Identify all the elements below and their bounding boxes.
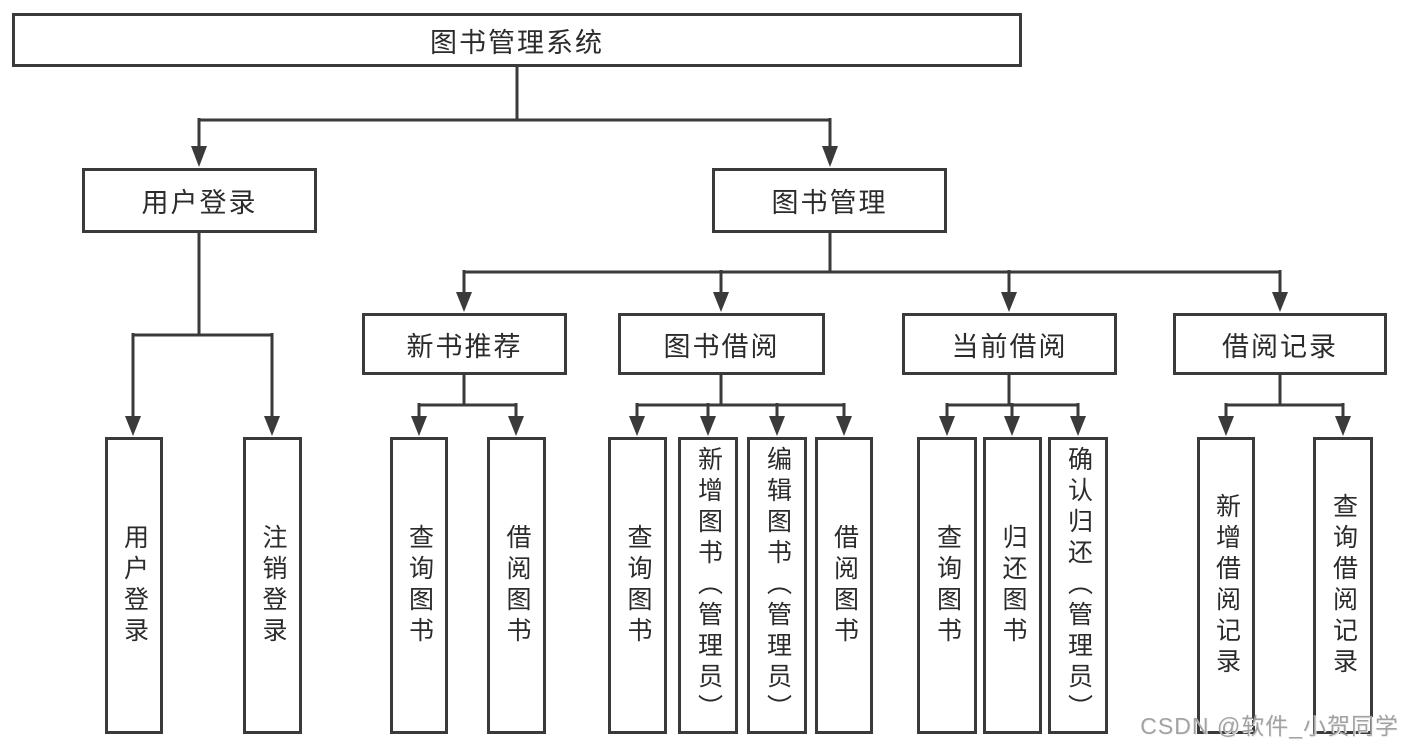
node-current-borrow-label: 当前借阅 bbox=[951, 331, 1068, 362]
node-cur-return-books: 归还图书 bbox=[983, 437, 1042, 734]
node-rec-query-books: 查询图书 bbox=[390, 437, 448, 734]
node-bor-borrow-books: 借阅图书 bbox=[815, 437, 873, 734]
node-cur-confirm-return-label: 确认归还（管理员） bbox=[1064, 446, 1093, 725]
connector-borrow-records-children bbox=[1218, 375, 1351, 436]
node-borrow-records-label: 借阅记录 bbox=[1222, 331, 1338, 362]
node-leaf-user-login-label: 用户登录 bbox=[120, 523, 149, 648]
node-brec-query-record-label: 查询借阅记录 bbox=[1329, 492, 1358, 679]
node-new-book-rec: 新书推荐 bbox=[362, 313, 567, 375]
node-leaf-logout: 注销登录 bbox=[243, 437, 302, 734]
node-user-login-label: 用户登录 bbox=[141, 188, 258, 218]
node-cur-confirm-return: 确认归还（管理员） bbox=[1048, 437, 1108, 734]
node-borrow-records: 借阅记录 bbox=[1173, 313, 1387, 375]
node-book-mgmt-label: 图书管理 bbox=[771, 188, 888, 218]
node-bor-edit-books-label: 编辑图书（管理员） bbox=[763, 446, 792, 725]
node-bor-query-books-label: 查询图书 bbox=[624, 523, 652, 648]
connector-book-borrow-children bbox=[629, 375, 852, 436]
node-cur-return-books-label: 归还图书 bbox=[999, 523, 1027, 648]
node-rec-query-books-label: 查询图书 bbox=[405, 523, 434, 648]
node-cur-query-books: 查询图书 bbox=[917, 437, 977, 734]
node-book-borrow: 图书借阅 bbox=[618, 313, 825, 375]
node-book-borrow-label: 图书借阅 bbox=[663, 331, 780, 362]
node-user-login: 用户登录 bbox=[82, 168, 317, 233]
connector-current-borrow-children bbox=[939, 375, 1086, 436]
node-book-mgmt: 图书管理 bbox=[712, 168, 947, 233]
node-leaf-logout-label: 注销登录 bbox=[259, 523, 287, 648]
node-root-label: 图书管理系统 bbox=[430, 27, 604, 58]
node-bor-query-books: 查询图书 bbox=[608, 437, 667, 734]
node-leaf-user-login: 用户登录 bbox=[105, 437, 163, 734]
node-cur-query-books-label: 查询图书 bbox=[933, 523, 962, 648]
node-brec-add-record: 新增借阅记录 bbox=[1197, 437, 1255, 734]
connector-root-to-level2 bbox=[191, 67, 838, 167]
node-brec-add-record-label: 新增借阅记录 bbox=[1212, 492, 1241, 679]
csdn-watermark: CSDN @软件_小贺同学 bbox=[1140, 713, 1399, 739]
node-bor-add-books: 新增图书（管理员） bbox=[678, 437, 738, 734]
node-root: 图书管理系统 bbox=[12, 13, 1022, 67]
node-bor-borrow-books-label: 借阅图书 bbox=[830, 523, 859, 648]
node-bor-add-books-label: 新增图书（管理员） bbox=[694, 446, 723, 725]
node-bor-edit-books: 编辑图书（管理员） bbox=[747, 437, 807, 734]
node-brec-query-record: 查询借阅记录 bbox=[1313, 437, 1373, 734]
connector-book-mgmt-children bbox=[456, 233, 1288, 312]
connector-user-login-children bbox=[125, 233, 280, 436]
node-rec-borrow-books: 借阅图书 bbox=[487, 437, 546, 734]
node-rec-borrow-books-label: 借阅图书 bbox=[503, 523, 531, 648]
connector-new-book-rec-children bbox=[411, 375, 524, 436]
node-current-borrow: 当前借阅 bbox=[902, 313, 1117, 375]
node-new-book-rec-label: 新书推荐 bbox=[406, 331, 523, 362]
